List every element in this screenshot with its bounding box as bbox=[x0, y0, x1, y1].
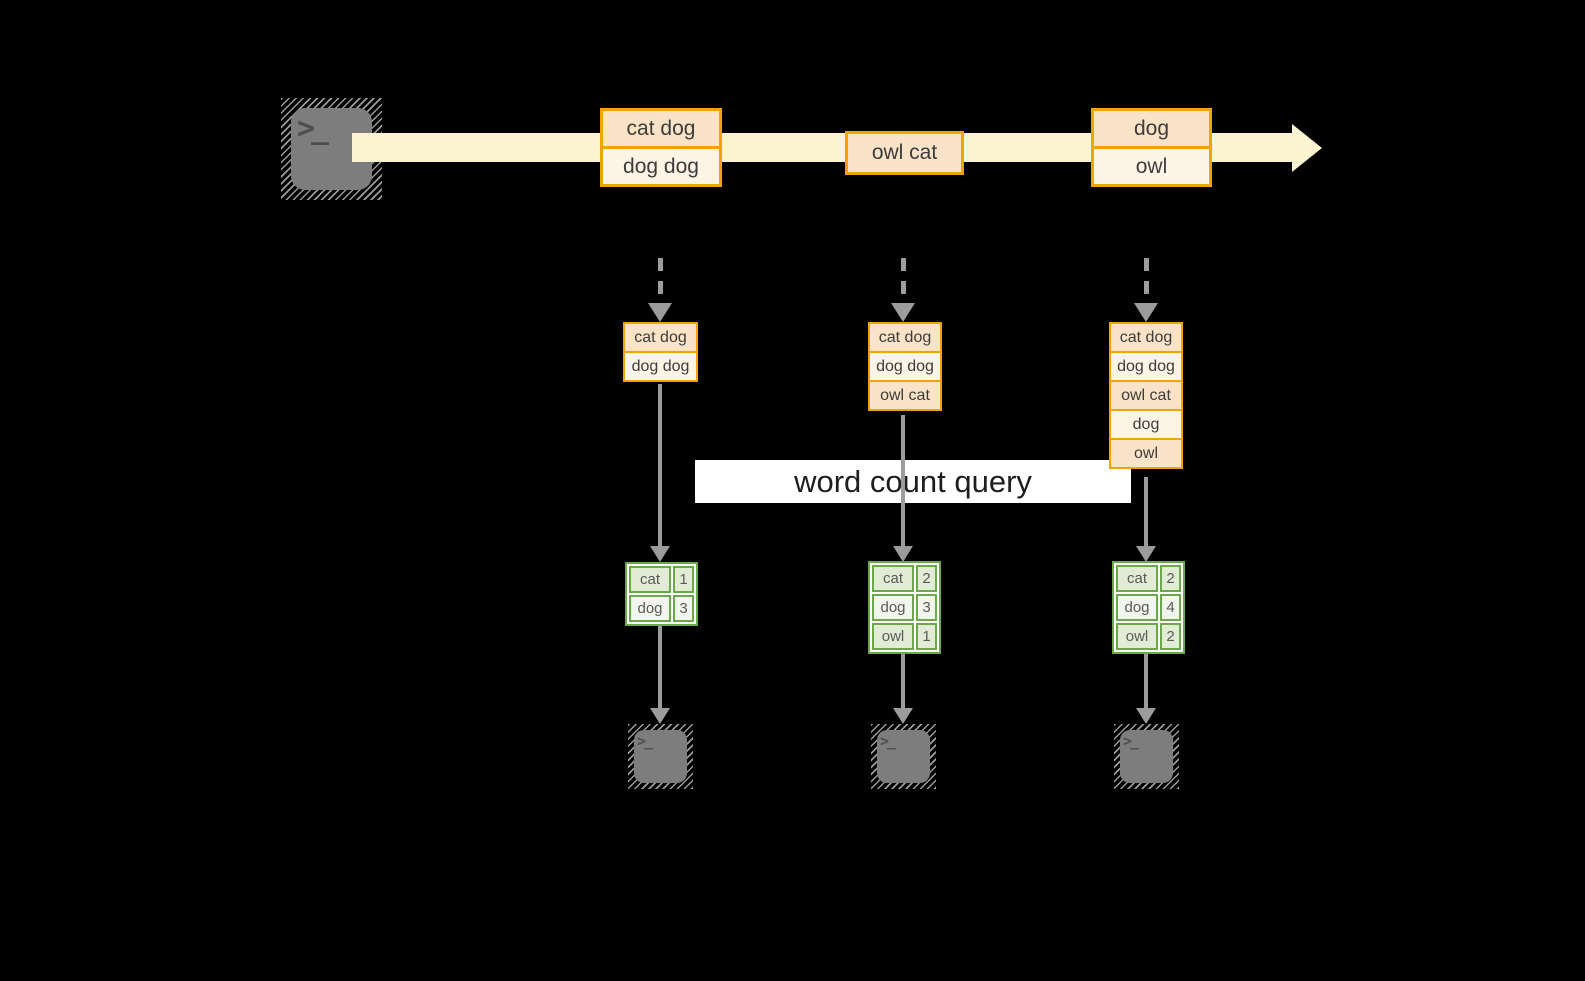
record: cat dog bbox=[868, 322, 942, 353]
record: owl cat bbox=[1109, 380, 1183, 411]
stream-batch-1: cat dog dog dog bbox=[600, 108, 722, 187]
arrowhead-icon bbox=[650, 546, 670, 562]
word-cell: dog bbox=[872, 594, 914, 621]
sink-terminal-icon: >_ bbox=[628, 724, 693, 789]
record: dog dog bbox=[868, 351, 942, 382]
word-cell: cat bbox=[1116, 565, 1158, 592]
count-cell: 3 bbox=[916, 594, 937, 621]
micro-batch-1: cat dog dog dog bbox=[623, 322, 698, 382]
stream-record: dog bbox=[1091, 108, 1212, 149]
stream-arrowhead-icon bbox=[1292, 124, 1322, 172]
record: dog dog bbox=[1109, 351, 1183, 382]
sink-terminal-icon: >_ bbox=[871, 724, 936, 789]
query-label: word count query bbox=[695, 460, 1131, 503]
arrowhead-icon bbox=[891, 303, 915, 322]
arrowhead-icon bbox=[648, 303, 672, 322]
count-cell: 2 bbox=[1160, 565, 1181, 592]
arrowhead-icon bbox=[893, 546, 913, 562]
flow-line bbox=[1144, 477, 1148, 546]
stream-record: owl bbox=[1091, 146, 1212, 187]
count-cell: 2 bbox=[1160, 623, 1181, 650]
flow-line bbox=[658, 384, 662, 546]
count-cell: 2 bbox=[916, 565, 937, 592]
flow-line bbox=[658, 626, 662, 708]
stream-batch-2: owl cat bbox=[845, 131, 964, 175]
word-cell: dog bbox=[1116, 594, 1158, 621]
flow-line bbox=[901, 654, 905, 708]
count-cell: 3 bbox=[673, 595, 694, 622]
arrowhead-icon bbox=[1136, 708, 1156, 724]
count-table-1: cat 1 dog 3 bbox=[625, 562, 698, 626]
terminal-prompt-icon: >_ bbox=[1123, 732, 1139, 750]
terminal-prompt-icon: >_ bbox=[880, 732, 896, 750]
sink-terminal-icon: >_ bbox=[1114, 724, 1179, 789]
stream-record: cat dog bbox=[600, 108, 722, 149]
terminal-screen bbox=[877, 730, 930, 783]
record: owl cat bbox=[868, 380, 942, 411]
word-cell: cat bbox=[629, 566, 671, 593]
word-cell: owl bbox=[872, 623, 914, 650]
count-cell: 4 bbox=[1160, 594, 1181, 621]
record: cat dog bbox=[623, 322, 698, 353]
count-cell: 1 bbox=[916, 623, 937, 650]
flow-line bbox=[901, 415, 905, 546]
terminal-prompt-icon: >_ bbox=[297, 111, 329, 146]
stream-record: owl cat bbox=[845, 131, 964, 175]
stream-batch-3: dog owl bbox=[1091, 108, 1212, 187]
micro-batch-2: cat dog dog dog owl cat bbox=[868, 322, 942, 411]
terminal-prompt-icon: >_ bbox=[637, 732, 653, 750]
arrowhead-icon bbox=[1136, 546, 1156, 562]
word-cell: dog bbox=[629, 595, 671, 622]
record: dog dog bbox=[623, 351, 698, 382]
word-cell: cat bbox=[872, 565, 914, 592]
micro-batch-3: cat dog dog dog owl cat dog owl bbox=[1109, 322, 1183, 469]
dashed-arrow bbox=[901, 258, 906, 304]
record: owl bbox=[1109, 438, 1183, 469]
dashed-arrow bbox=[658, 258, 663, 304]
record: cat dog bbox=[1109, 322, 1183, 353]
dashed-arrow bbox=[1144, 258, 1149, 304]
terminal-screen bbox=[1120, 730, 1173, 783]
count-cell: 1 bbox=[673, 566, 694, 593]
count-table-3: cat 2 dog 4 owl 2 bbox=[1112, 561, 1185, 654]
arrowhead-icon bbox=[1134, 303, 1158, 322]
arrowhead-icon bbox=[650, 708, 670, 724]
record: dog bbox=[1109, 409, 1183, 440]
arrowhead-icon bbox=[893, 708, 913, 724]
terminal-screen bbox=[634, 730, 687, 783]
word-cell: owl bbox=[1116, 623, 1158, 650]
stream-record: dog dog bbox=[600, 146, 722, 187]
flow-line bbox=[1144, 654, 1148, 708]
count-table-2: cat 2 dog 3 owl 1 bbox=[868, 561, 941, 654]
